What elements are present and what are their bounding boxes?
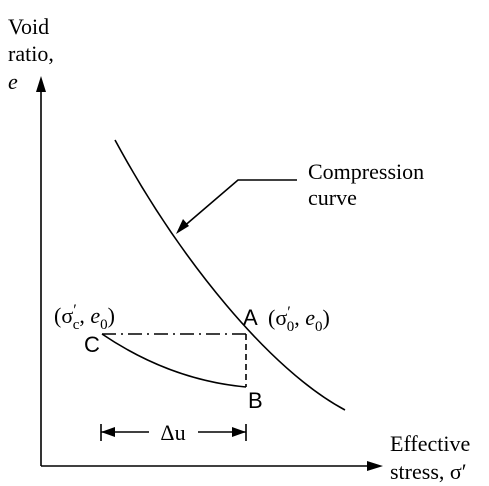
compression-leader-line [181,179,297,229]
x-axis-label-line2: stress, σ′ [390,459,467,484]
delta-u-label: Δu [160,420,185,445]
y-axis-arrowhead [36,76,46,92]
curve-cb [101,333,247,388]
delta-u-right-arrowhead [232,427,246,437]
point-b-letter: B [248,388,263,413]
compression-label-line1: Compression [308,159,424,184]
x-axis-label-line1: Effective [390,431,470,456]
point-c-letter: C [84,332,100,357]
delta-u-left-arrowhead [101,427,115,437]
compression-curve [114,139,346,411]
x-axis-arrowhead [367,461,383,471]
y-axis-symbol: e [8,69,18,94]
compression-leader-arrowhead [176,219,189,234]
point-c-coordinates: (σ′c, e0) [54,302,115,333]
y-axis-label-line2: ratio, [8,41,54,66]
point-a-letter: A [243,305,258,330]
compression-label-line2: curve [308,185,357,210]
point-a-coordinates: (σ′0, e0) [268,304,330,335]
y-axis-label-line1: Void [8,14,49,39]
